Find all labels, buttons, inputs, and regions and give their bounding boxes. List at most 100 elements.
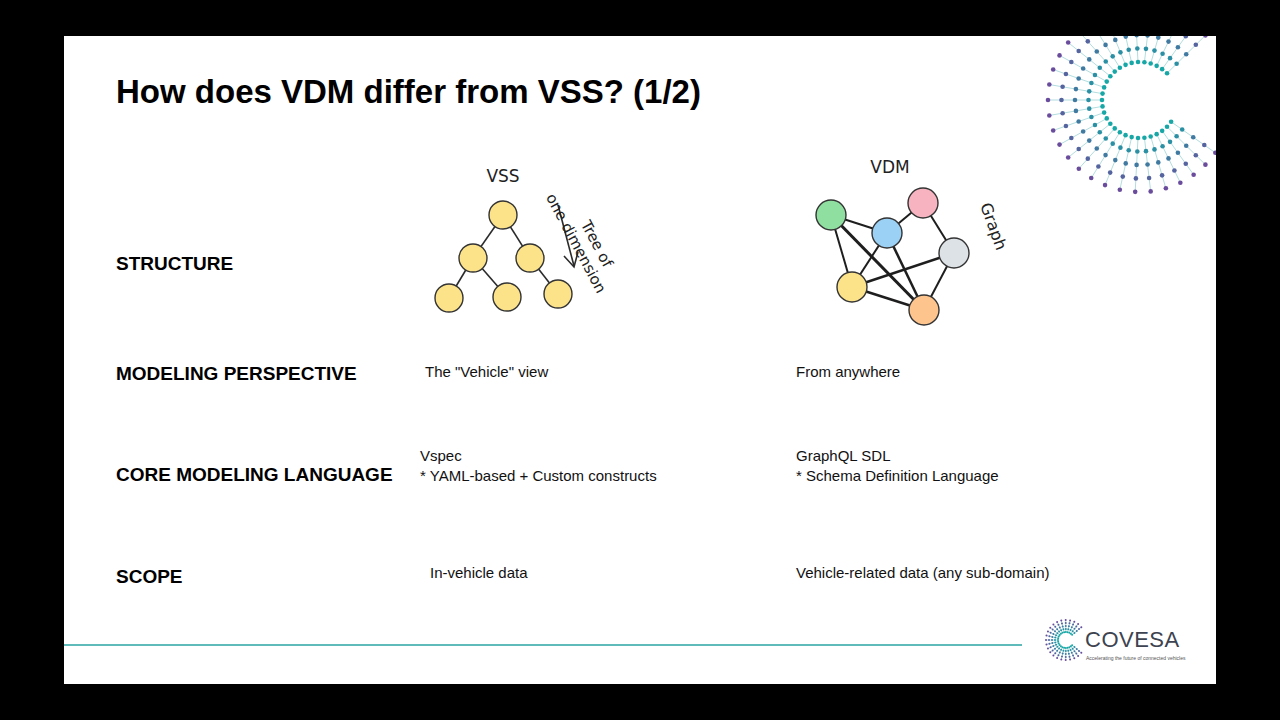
logo-spoke [1048,643,1059,648]
deco-dot [1134,176,1139,181]
deco-dot [1103,183,1108,188]
logo-dot [1072,648,1074,650]
deco-dot [1108,121,1113,126]
tree-circle [489,201,517,229]
logo-spoke [1050,645,1059,652]
graph-circle [939,238,969,268]
logo-dot [1067,650,1069,652]
logo-dot [1056,650,1058,652]
logo-dot [1054,637,1056,639]
logo-dot [1054,639,1056,641]
logo-dot [1071,652,1073,654]
logo-dot [1075,625,1077,627]
deco-dot [1086,156,1091,161]
deco-spoke [1157,134,1181,183]
vdm-graph-circles [816,188,969,325]
logo-dot [1073,646,1075,648]
graph-line [831,215,924,310]
footer-rule [64,644,1022,646]
deco-dot [1147,176,1152,181]
deco-dot [1126,148,1131,153]
logo-spoke [1069,622,1074,633]
deco-dot [1076,147,1081,152]
row-header: MODELING PERSPECTIVE [116,363,357,386]
deco-spoke [1091,132,1120,178]
deco-dot [1094,49,1099,54]
logo-tagline: Accelerating the future of connected veh… [1086,655,1186,661]
deco-spoke [1135,138,1138,192]
deco-dot [1168,140,1173,145]
illustration-label: VSS [486,166,519,186]
logo-dot [1051,636,1053,638]
logo-dot [1061,622,1063,624]
logo-dot [1073,632,1075,634]
logo-spoke [1053,646,1061,655]
table-cell: GraphQL SDL [796,447,891,465]
deco-dot [1142,60,1147,65]
deco-dot [1203,36,1208,38]
logo-dot [1047,648,1049,650]
deco-dot [1047,82,1052,87]
deco-dot [1126,47,1131,52]
deco-dot [1100,91,1105,96]
deco-dot [1089,81,1094,86]
deco-dot [1047,113,1052,118]
deco-dot [1176,45,1181,50]
deco-dot [1108,170,1113,175]
deco-spoke [1162,131,1193,175]
deco-dot [1094,146,1099,151]
deco-spoke [1167,36,1205,73]
decorative-dots [1046,36,1216,194]
logo-dot [1050,646,1052,648]
logo-dot [1047,630,1049,632]
deco-dot [1172,168,1177,173]
tree-circle [459,244,487,272]
deco-dot [1086,98,1091,103]
deco-dot [1046,98,1051,103]
deco-dot [1152,48,1157,53]
deco-dot [1076,49,1081,54]
deco-dot [1169,119,1174,124]
logo-dot [1076,648,1078,650]
deco-spoke [1171,122,1215,153]
deco-dot [1164,186,1169,191]
logo-dot [1063,631,1065,633]
logo-spoke [1053,624,1061,633]
table-cell: In-vehicle data [430,564,528,582]
deco-dot [1144,149,1149,154]
deco-dot [1160,173,1165,178]
deco-dot [1081,129,1086,134]
logo-dot [1050,632,1052,634]
logo-dot [1076,630,1078,632]
logo-spoke [1072,645,1081,653]
logo-dot [1054,652,1056,654]
logo-dot [1054,630,1056,632]
logo-spoke [1048,631,1059,636]
deco-dot [1133,190,1138,195]
logo-spoke [1072,627,1081,635]
logo-dot [1067,647,1069,649]
deco-dot [1081,66,1086,71]
deco-spoke [1060,118,1107,144]
graph-circle [816,200,846,230]
row-header: SCOPE [116,566,183,589]
deco-dot [1148,189,1153,194]
tree-circle [544,280,572,308]
logo-dot [1057,639,1059,641]
logo-dot [1048,635,1050,637]
logo-dot [1059,652,1061,654]
deco-dot [1118,130,1123,135]
logo-dot [1052,645,1054,647]
deco-dot [1129,61,1134,66]
deco-dot [1123,161,1128,166]
logo-dot [1068,656,1070,658]
deco-dot [1059,98,1064,103]
logo-dot [1080,626,1082,628]
deco-dot [1135,149,1140,154]
logo-dot [1049,651,1051,653]
deco-spoke [1091,36,1120,68]
logo-dot [1069,659,1071,661]
graph-circle [909,295,939,325]
deco-dot [1060,85,1065,90]
logo-dot [1059,626,1061,628]
